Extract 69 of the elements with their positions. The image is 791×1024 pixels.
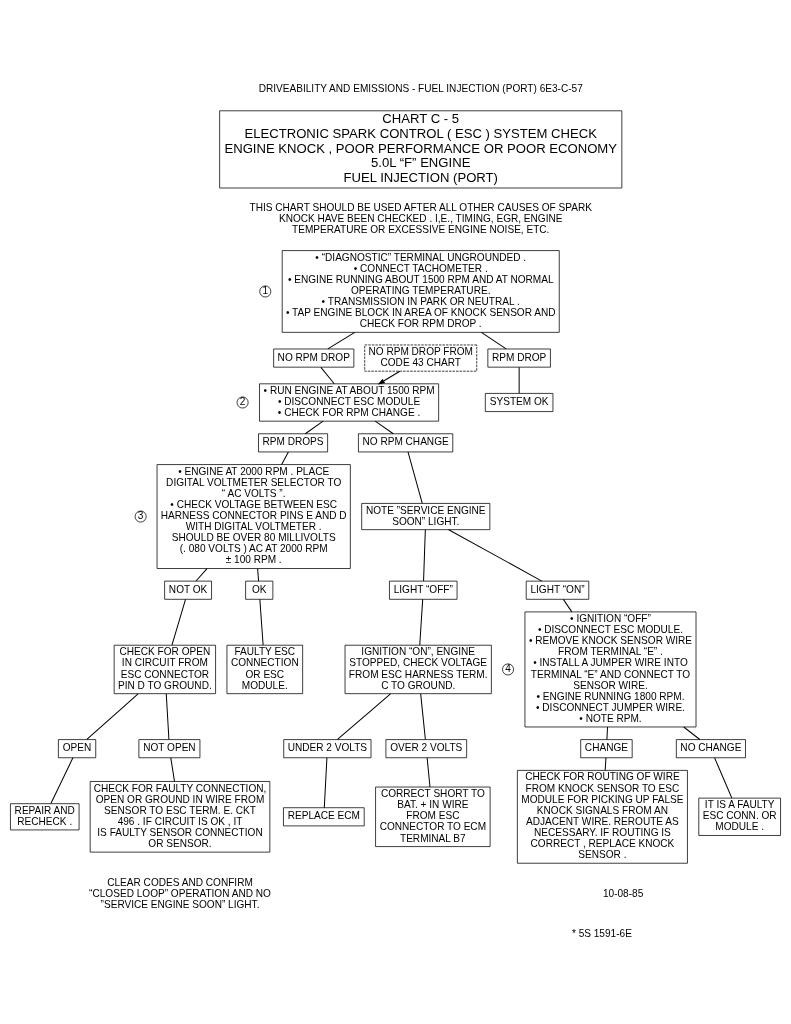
connector (86, 693, 139, 740)
connector (407, 451, 423, 504)
connector (165, 693, 170, 740)
label: DRIVEABILITY AND EMISSIONS - FUEL INJECTION (PORT) 6E3-C-57 (258, 82, 583, 94)
node-box: CHECK FOR FAULTY CONNECTION, OPEN OR GROUND IN WIRE FROM SENSOR TO ESC TERM. E. CKT 496 . IF CIRCUIT IS OK , IT IS FAULTY SENSOR CONNECTION OR SENSOR. (89, 781, 271, 853)
node-box: LIGHT “OFF” (389, 580, 458, 600)
node-box: SYSTEM OK (484, 393, 554, 412)
node-label: 3 (137, 510, 144, 522)
node-box: NOT OK (164, 580, 212, 600)
node-box: NO RPM DROP (273, 348, 355, 368)
connector (604, 757, 607, 771)
connector (337, 693, 391, 740)
node-box: NO RPM CHANGE (358, 433, 454, 453)
connector (195, 568, 208, 582)
connector (304, 420, 324, 435)
connector (420, 693, 426, 740)
connector (518, 366, 520, 394)
node-label: 1 (262, 284, 269, 296)
label: CLEAR CODES AND CONFIRM “CLOSED LOOP” OPERATION AND NO ”SERVICE ENGINE SOON” LIGHT. (89, 876, 271, 911)
connector (683, 726, 701, 740)
node-label: 4 (505, 662, 511, 674)
connector (323, 757, 328, 809)
connector (423, 529, 426, 582)
node-box: • RUN ENGINE AT ABOUT 1500 RPM • DISCONNECT ESC MODULE • CHECK FOR RPM CHANGE . (259, 383, 440, 422)
node-box: NO RPM DROP FROM CODE 43 CHART (364, 344, 478, 372)
connector (50, 757, 74, 805)
node-box: NOT OPEN (138, 739, 201, 759)
label: * 5S 1591-6E (571, 928, 632, 940)
node-box: CHART C - 5 ELECTRONIC SPARK CONTROL ( ESC ) SYSTEM CHECK ENGINE KNOCK , POOR PERFORMANCE OR POOR ECONOMY 5.0L “F” ENGINE FUEL INJECTION (PORT) (219, 110, 623, 189)
node-box: IT IS A FAULTY ESC CONN. OR MODULE . (698, 797, 781, 836)
node-box: UNDER 2 VOLTS (283, 739, 372, 759)
node-box: • ENGINE AT 2000 RPM . PLACE DIGITAL VOLTMETER SELECTOR TO “ AC VOLTS ”. • CHECK VOLTAGE BETWEEN ESC HARNESS CONNECTOR PINS E AND D WITH DIGITAL VOLTMETER . SHOULD BE OVER 80 MILLIVOLTS (. 080 VOLTS ) AC AT 2000 RPM ± 100 RPM . (156, 464, 351, 569)
label: THIS CHART SHOULD BE USED AFTER ALL OTHER CAUSES OF SPARK KNOCK HAVE BEEN CHECKED . I,E., TIMING, EGR, ENGINE TEMPERATURE OR EXCESSIVE ENGINE NOISE, ETC. (249, 201, 592, 235)
connector (606, 726, 609, 740)
connector (257, 568, 260, 582)
node-box: CHECK FOR OPEN IN CIRCUIT FROM ESC CONNECTOR PIN D TO GROUND. (113, 644, 216, 695)
connector (562, 598, 573, 613)
connector (281, 451, 289, 465)
node-box: • IGNITION “OFF” • DISCONNECT ESC MODULE. • REMOVE KNOCK SENSOR WIRE FROM TERMINAL “E” . • INSTALL A JUMPER WIRE INTO TERMINAL “E” AND CONNECT TO SENSOR WIRE. • ENGINE RUNNING 1800 RPM. • DISCONNECT JUMPER WIRE. • NOTE RPM. (524, 611, 697, 728)
connector (327, 331, 356, 350)
arrow (377, 370, 401, 385)
node-box: CORRECT SHORT TO BAT. + IN WIRE FROM ESC CONNECTOR TO ECM TERMINAL B7 (375, 786, 491, 847)
node-box: • “DIAGNOSTIC” TERMINAL UNGROUNDED . • CONNECT TACHOMETER . • ENGINE RUNNING ABOUT 1500 RPM AND AT NORMAL OPERATING TEMPERATURE. • TRANSMISSION IN PARK OR NEUTRAL . • TAP ENGINE BLOCK IN AREA OF KNOCK SENSOR AND CHECK FOR RPM DROP . (281, 250, 560, 333)
node-box: LIGHT “ON” (525, 580, 590, 600)
node-box: NOTE ”SERVICE ENGINE SOON” LIGHT. (361, 503, 491, 531)
node-box: REPAIR AND RECHECK . (10, 803, 80, 831)
connector (480, 331, 507, 350)
node-box: CHANGE (580, 739, 633, 759)
label: 10-08-85 (602, 888, 644, 900)
connector (320, 366, 335, 385)
node-label: 2 (239, 396, 246, 408)
connector (714, 757, 733, 799)
node-box: CHECK FOR ROUTING OF WIRE FROM KNOCK SENSOR TO ESC MODULE FOR PICKING UP FALSE KNOCK SIGNALS FROM AN ADJACENT WIRE. REROUTE AS NECESSARY. IF ROUTING IS CORRECT , REPLACE KNOCK SENSOR . (517, 770, 688, 864)
connector (171, 598, 186, 646)
connector (448, 529, 543, 582)
connector (426, 757, 431, 788)
node-box: OK (245, 580, 274, 600)
connector (419, 598, 424, 646)
node-box: OVER 2 VOLTS (385, 739, 468, 759)
node-box: RPM DROP (487, 348, 551, 368)
node-box: OPEN (58, 739, 97, 759)
node-box: FAULTY ESC CONNECTION OR ESC MODULE. (226, 644, 303, 695)
node-box: REPLACE ECM (283, 807, 365, 827)
node-box: NO CHANGE (675, 739, 746, 759)
node-box: RPM DROPS (258, 433, 328, 453)
node-box: IGNITION “ON”, ENGINE STOPPED, CHECK VOLTAGE FROM ESC HARNESS TERM. C TO GROUND. (344, 644, 492, 695)
connector (259, 598, 264, 646)
connector (170, 757, 175, 782)
connector (374, 420, 394, 435)
